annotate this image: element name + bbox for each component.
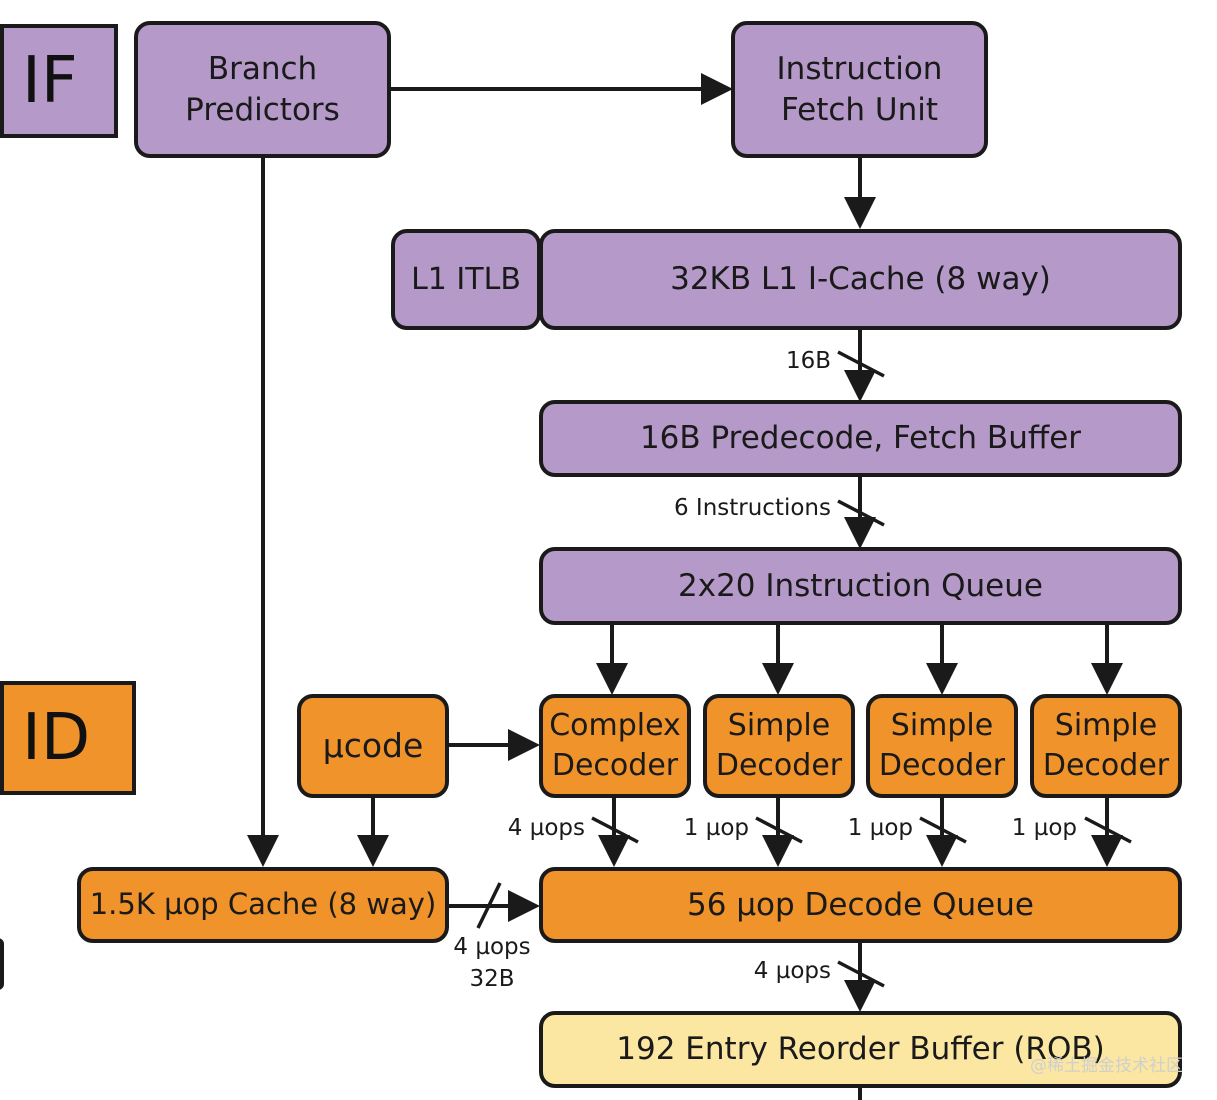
- decode-queue-text: 56 µop Decode Queue: [687, 886, 1034, 923]
- simple-decoder-block-2: Simple Decoder: [866, 694, 1018, 798]
- decoder-2-line-2: Decoder: [715, 748, 843, 783]
- predecode-output-width-label: 6 Instructions: [673, 495, 831, 521]
- ucode-block: µcode: [297, 694, 449, 798]
- decoder-4-output-label: 1 µop: [1011, 815, 1077, 841]
- decoder-1-line-2: Decoder: [551, 748, 679, 783]
- decoder-4-line-2: Decoder: [1042, 748, 1170, 783]
- stage-if-text: IF: [22, 44, 78, 118]
- ucode-text: µcode: [322, 725, 424, 765]
- decode-queue-block: 56 µop Decode Queue: [539, 867, 1182, 943]
- bus-width-slashes: [476, 350, 1132, 988]
- instruction-fetch-unit-block: Instruction Fetch Unit: [731, 21, 988, 158]
- simple-decoder-block-1: Simple Decoder: [703, 694, 855, 798]
- fetch-unit-line-1: Instruction: [776, 51, 943, 88]
- decoder-1-output-label: 4 µops: [507, 815, 585, 841]
- uop-cache-block: 1.5K µop Cache (8 way): [77, 867, 449, 943]
- stage-id-text: ID: [22, 701, 91, 775]
- decoder-3-line-2: Decoder: [878, 748, 1006, 783]
- instruction-queue-text: 2x20 Instruction Queue: [678, 567, 1043, 604]
- l1-itlb-text: L1 ITLB: [411, 262, 521, 297]
- branch-predictors-line-1: Branch: [207, 51, 318, 88]
- decode-queue-output-label: 4 µops: [753, 958, 831, 984]
- stage-id-label: ID: [0, 681, 136, 795]
- l1-itlb-block: L1 ITLB: [391, 229, 541, 330]
- predecode-fetch-buffer-block: 16B Predecode, Fetch Buffer: [539, 400, 1182, 477]
- uop-cache-output-uops-label: 4 µops: [453, 934, 531, 960]
- complex-decoder-block: Complex Decoder: [539, 694, 691, 798]
- uop-cache-output-bytes-label: 32B: [469, 966, 515, 992]
- decoder-3-output-label: 1 µop: [847, 815, 913, 841]
- l1-icache-text: 32KB L1 I-Cache (8 way): [670, 261, 1051, 298]
- instruction-queue-block: 2x20 Instruction Queue: [539, 547, 1182, 625]
- branch-predictors-line-2: Predictors: [185, 91, 340, 128]
- reorder-buffer-block: 192 Entry Reorder Buffer (ROB): [539, 1011, 1182, 1088]
- branch-predictors-block: Branch Predictors: [134, 21, 391, 158]
- l1-icache-block: 32KB L1 I-Cache (8 way): [539, 229, 1182, 330]
- decoder-4-line-1: Simple: [1054, 707, 1158, 743]
- stage-if-label: IF: [0, 24, 118, 138]
- fetch-unit-line-2: Fetch Unit: [780, 91, 938, 128]
- reorder-buffer-text: 192 Entry Reorder Buffer (ROB): [616, 1031, 1105, 1068]
- decoder-1-line-1: Complex: [549, 707, 681, 743]
- uop-cache-text: 1.5K µop Cache (8 way): [89, 887, 437, 922]
- watermark: @稀土掘金技术社区: [1030, 1056, 1183, 1076]
- decoder-3-line-1: Simple: [890, 707, 994, 743]
- decoder-2-output-label: 1 µop: [683, 815, 749, 841]
- cropped-stage-edge: [0, 938, 4, 990]
- simple-decoder-block-3: Simple Decoder: [1030, 694, 1182, 798]
- predecode-text: 16B Predecode, Fetch Buffer: [639, 420, 1082, 457]
- decoder-2-line-1: Simple: [727, 707, 831, 743]
- icache-output-width-label: 16B: [785, 348, 831, 374]
